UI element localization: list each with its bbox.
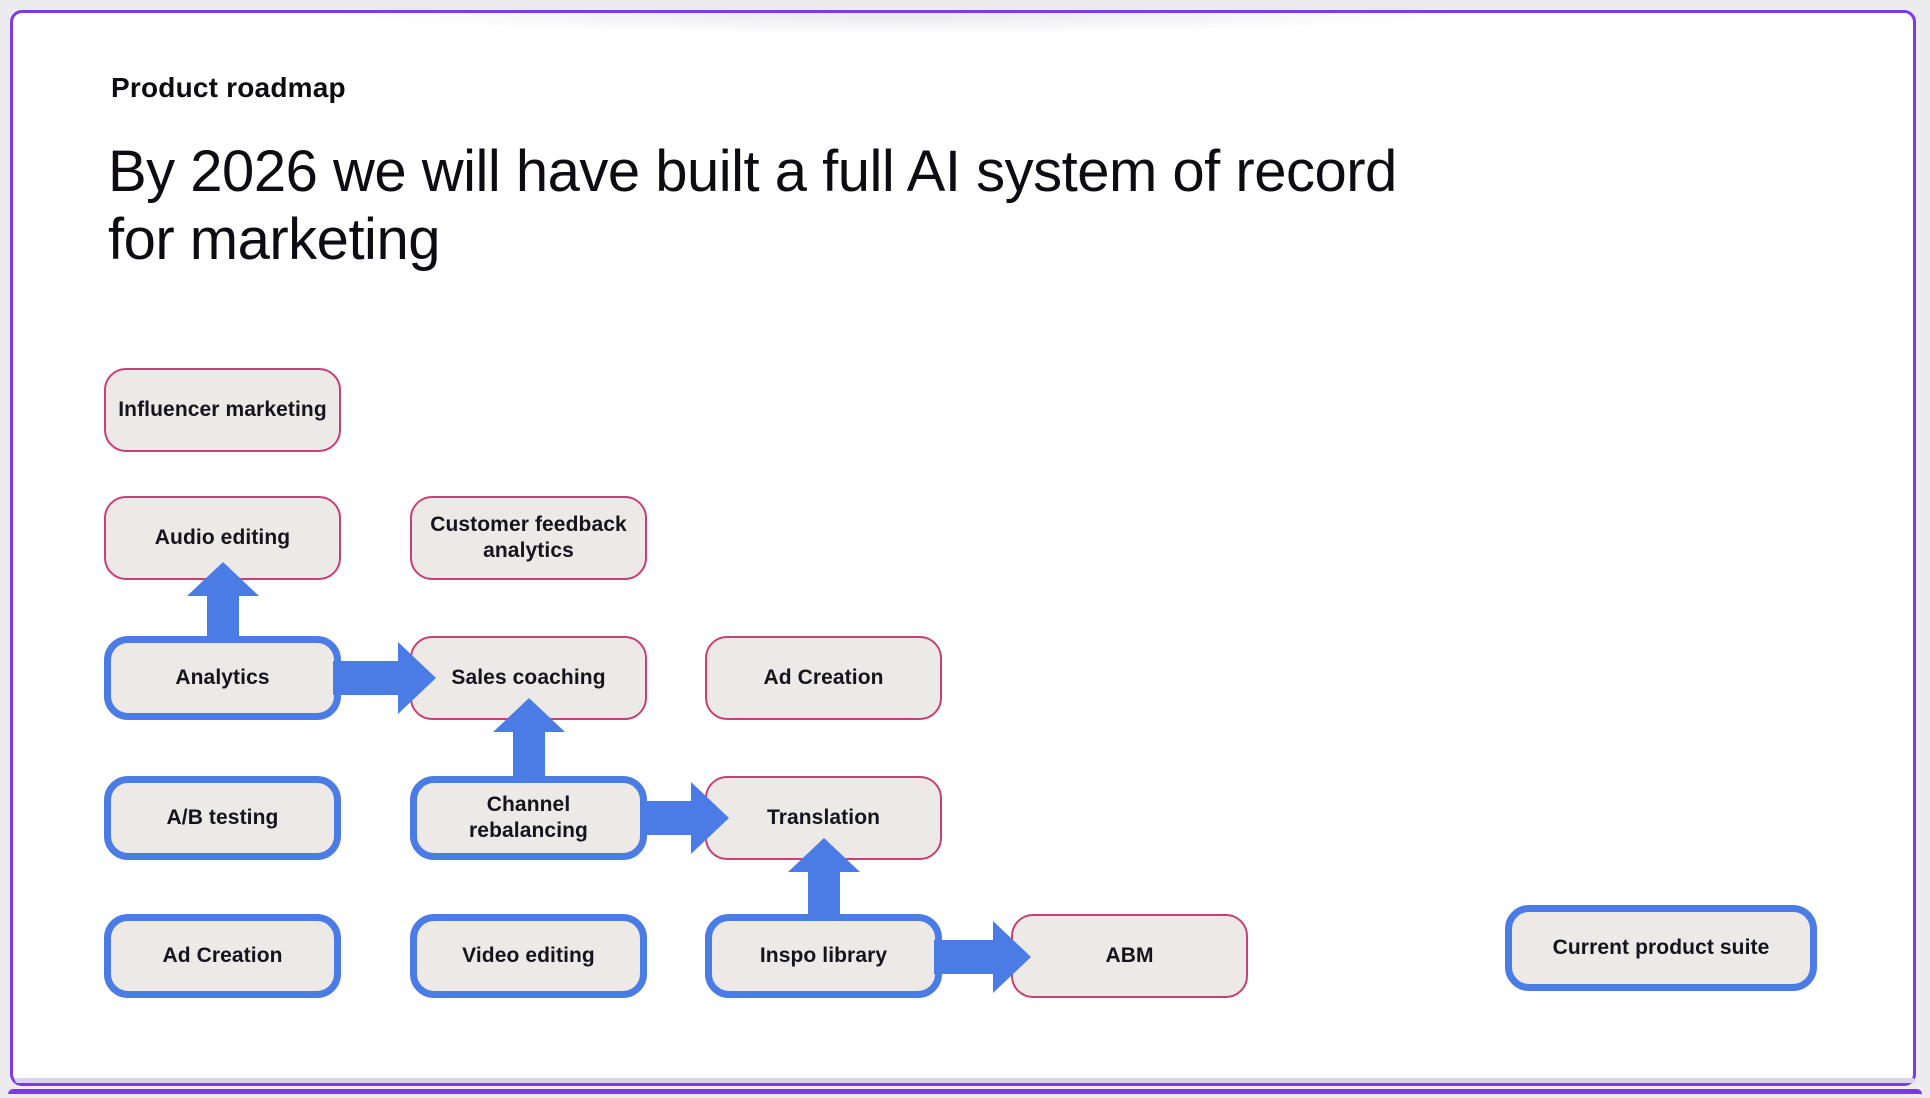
heading-line-2: for marketing (108, 207, 440, 272)
arrow-channel-rebalancing-to-sales-coaching[interactable] (493, 698, 565, 783)
node-ab-testing[interactable]: A/B testing (104, 776, 341, 860)
arrow-inspo-library-to-abm[interactable] (934, 921, 1031, 993)
arrow-inspo-library-to-translation[interactable] (788, 838, 860, 921)
node-current-product-suite[interactable]: Current product suite (1505, 905, 1817, 991)
node-customer-feedback-analytics[interactable]: Customer feedback analytics (410, 496, 647, 580)
node-ad-creation-bottom[interactable]: Ad Creation (104, 914, 341, 998)
page-heading[interactable]: By 2026 we will have built a full AI sys… (108, 138, 1397, 274)
node-abm[interactable]: ABM (1011, 914, 1248, 998)
next-page-edge (8, 1089, 1922, 1094)
node-inspo-library[interactable]: Inspo library (705, 914, 942, 998)
node-video-editing[interactable]: Video editing (410, 914, 647, 998)
heading-line-1: By 2026 we will have built a full AI sys… (108, 139, 1397, 204)
node-ad-creation-mid[interactable]: Ad Creation (705, 636, 942, 720)
kicker-title[interactable]: Product roadmap (111, 72, 346, 103)
node-analytics[interactable]: Analytics (104, 636, 341, 720)
node-channel-rebalancing[interactable]: Channel rebalancing (410, 776, 647, 860)
arrow-analytics-to-audio-editing[interactable] (187, 562, 259, 643)
node-influencer-marketing[interactable]: Influencer marketing (104, 368, 341, 452)
arrow-analytics-to-sales-coaching[interactable] (333, 642, 436, 714)
arrow-channel-rebalancing-to-translation[interactable] (640, 782, 729, 854)
page-bottom-inner-band (15, 1078, 1915, 1083)
